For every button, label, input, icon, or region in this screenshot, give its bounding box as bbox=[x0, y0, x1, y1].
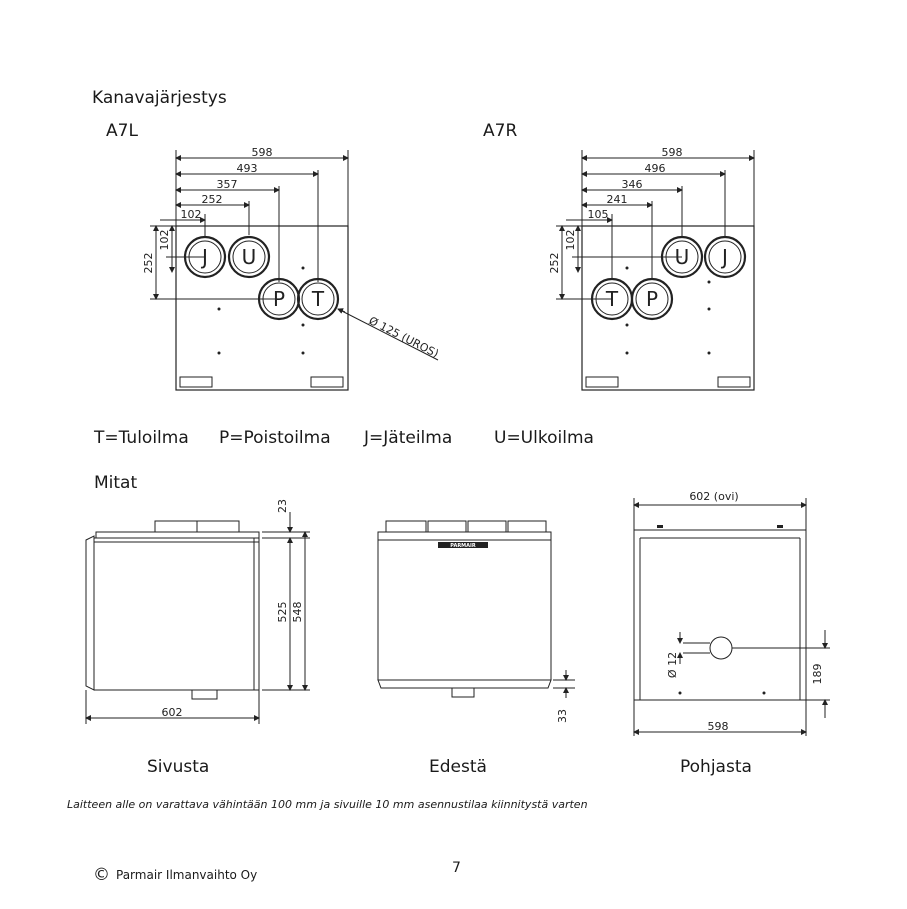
side-dim-23: 23 bbox=[276, 499, 289, 513]
a7l-diagram: 598 493 357 252 102 102 252 Ø 125 (UROS)… bbox=[142, 146, 441, 391]
a7l-port-u: U bbox=[242, 245, 257, 269]
a7r-port-u: U bbox=[675, 245, 690, 269]
a7l-vdim-252: 252 bbox=[142, 253, 155, 274]
a7l-port-t: T bbox=[311, 287, 325, 311]
bottom-view-diagram: 602 (ovi) 598 189 Ø 12 bbox=[633, 490, 830, 736]
installation-note: Laitteen alle on varattava vähintään 100… bbox=[67, 798, 588, 811]
mitat-title: Mitat bbox=[94, 473, 138, 493]
a7r-dim-241: 241 bbox=[607, 193, 628, 206]
a7r-dim-105: 105 bbox=[588, 208, 609, 221]
side-dim-525: 525 bbox=[276, 602, 289, 623]
a7r-label: A7R bbox=[483, 121, 518, 141]
a7l-dim-102: 102 bbox=[181, 208, 202, 221]
side-dim-602: 602 bbox=[162, 706, 183, 719]
a7r-vdim-252: 252 bbox=[548, 253, 561, 274]
legend-t: T=Tuloilma bbox=[94, 428, 189, 448]
legend-u: U=Ulkoilma bbox=[494, 428, 594, 448]
a7r-port-j: J bbox=[720, 245, 728, 269]
a7l-port-p: P bbox=[273, 287, 285, 311]
view-label-bottom: Pohjasta bbox=[680, 757, 752, 777]
a7l-port-j: J bbox=[200, 245, 208, 269]
view-label-side: Sivusta bbox=[147, 757, 210, 777]
footer-copyright: © Parmair Ilmanvaihto Oy bbox=[93, 865, 257, 885]
copyright-icon: © bbox=[93, 865, 110, 885]
bottom-dim-12: Ø 12 bbox=[666, 652, 679, 678]
page-number: 7 bbox=[452, 860, 461, 876]
a7l-diameter: Ø 125 (UROS) bbox=[367, 314, 441, 360]
legend-j: J=Jäteilma bbox=[364, 428, 453, 448]
a7l-dim-598: 598 bbox=[252, 146, 273, 159]
front-view-diagram: PARMAIR 33 bbox=[377, 520, 575, 723]
a7l-dim-493: 493 bbox=[237, 162, 258, 175]
section-title: Kanavajärjestys bbox=[92, 88, 227, 108]
a7l-label: A7L bbox=[106, 121, 138, 141]
side-dim-548: 548 bbox=[291, 602, 304, 623]
a7r-dim-346: 346 bbox=[622, 178, 643, 191]
a7r-port-t: T bbox=[605, 287, 619, 311]
front-dim-33: 33 bbox=[556, 709, 569, 723]
a7r-dim-496: 496 bbox=[645, 162, 666, 175]
front-brand-label: PARMAIR bbox=[450, 543, 476, 549]
a7r-port-p: P bbox=[646, 287, 658, 311]
footer-company: Parmair Ilmanvaihto Oy bbox=[116, 868, 258, 882]
a7l-dim-357: 357 bbox=[217, 178, 238, 191]
a7r-vdim-102: 102 bbox=[564, 230, 577, 251]
bottom-dim-598: 598 bbox=[708, 720, 729, 733]
bottom-dim-189: 189 bbox=[811, 664, 824, 685]
a7r-diagram: 598 496 346 241 105 102 252 U J T P bbox=[548, 146, 755, 391]
side-view-diagram: 602 525 548 23 bbox=[85, 499, 310, 724]
a7l-dim-252: 252 bbox=[202, 193, 223, 206]
legend-p: P=Poistoilma bbox=[219, 428, 331, 448]
a7l-vdim-102: 102 bbox=[158, 230, 171, 251]
a7r-dim-598: 598 bbox=[662, 146, 683, 159]
bottom-dim-602-ovi: 602 (ovi) bbox=[689, 490, 738, 503]
view-label-front: Edestä bbox=[429, 757, 487, 777]
